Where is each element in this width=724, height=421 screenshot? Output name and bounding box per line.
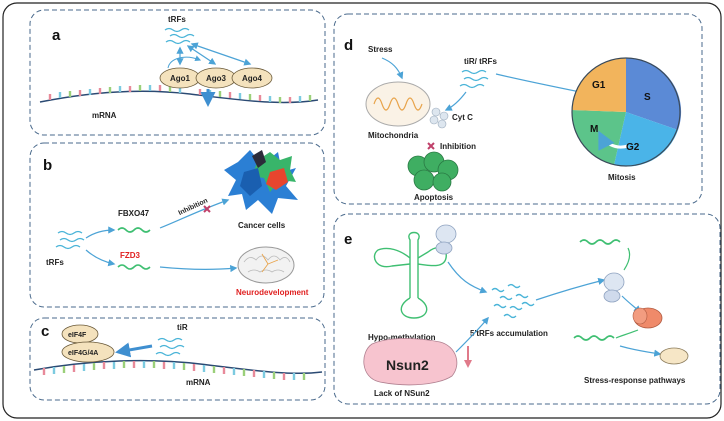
nsun2-shape: [363, 338, 458, 386]
inhibition-arrow-b: [159, 198, 230, 229]
panel-b-letter: b: [43, 157, 52, 174]
eif4g-label: eIF4G/4A: [68, 350, 98, 357]
mitosis-pie: [571, 57, 682, 167]
panel-b: b tRFs FBXO47 FZD3 Inhibition Ca: [29, 142, 325, 308]
arrow-to-cytc: [444, 91, 467, 111]
ribosome-e2: [603, 272, 625, 303]
trf-squiggles-b: [55, 230, 85, 250]
pie-s-label: S: [644, 92, 651, 103]
panel-a-letter: a: [52, 27, 61, 44]
panel-a-border: [29, 9, 326, 136]
lack-nsun2-label: Lack of NSun2: [374, 389, 430, 398]
fbxo47-label: FBXO47: [118, 209, 150, 218]
cytc-label: Cyt C: [452, 113, 473, 122]
tir-squiggles-d: [459, 69, 489, 89]
ago4-label: Ago4: [242, 74, 263, 83]
pie-g2-label: G2: [626, 142, 640, 153]
panel-e-letter: e: [344, 231, 352, 248]
panel-b-border: [29, 142, 325, 308]
cancer-cells-label: Cancer cells: [238, 221, 286, 230]
arrow-to-fzd3: [85, 249, 116, 267]
red-complex: [632, 307, 663, 329]
mrna-label-c: mRNA: [186, 378, 211, 387]
panel-c: c mRNA eIF4F eIF4G/4A tiR: [29, 317, 326, 401]
hypo-methylation-label: Hypo-methylation: [368, 333, 436, 342]
fzd3-label: FZD3: [120, 251, 141, 260]
trfs-label-b: tRFs: [46, 258, 64, 267]
trfs-label-a: tRFs: [168, 15, 186, 24]
apoptosis-illustration: [407, 151, 459, 192]
fbxo47-strand: [117, 227, 151, 233]
inhibition-label-d: Inhibition: [440, 142, 476, 151]
mrna-bases-a: [48, 85, 312, 103]
stress-arrow: [381, 57, 404, 80]
cytc-molecules: [429, 107, 449, 129]
pie-m-label: M: [590, 124, 598, 135]
mrna-label-a: mRNA: [92, 111, 117, 120]
trf-arrows-a: [176, 42, 252, 66]
panel-d-letter: d: [344, 37, 353, 54]
tir-label-c: tiR: [177, 323, 188, 332]
ribosome-e1: [435, 224, 457, 255]
arrow-to-accum-1: [447, 261, 488, 294]
trf-strand-e2: [573, 335, 615, 341]
inhibit-x-b: [203, 205, 211, 213]
stress-response-label: Stress-response pathways: [584, 376, 686, 385]
arrow-to-accum-2: [455, 316, 489, 353]
mitochondria-label: Mitochondria: [368, 131, 419, 140]
arrow-red-to-strand: [615, 329, 639, 339]
mitosis-label: Mitosis: [608, 173, 636, 182]
tir-squiggles-c: [155, 337, 185, 357]
pie-g1: [572, 58, 626, 112]
mrna-bases-c: [42, 361, 306, 380]
pathway-oval: [659, 347, 689, 365]
eif4g-ellipse: [61, 341, 115, 363]
tir-trfs-label: tiR/ tRFs: [464, 57, 497, 66]
pie-s: [626, 57, 682, 130]
arrow-strand-down: [623, 247, 631, 271]
tir-arrow-c: [115, 342, 153, 358]
pie-g1-label: G1: [592, 80, 606, 91]
apoptosis-label: Apoptosis: [414, 193, 454, 202]
neurodevelopment-label: Neurodevelopment: [236, 288, 309, 297]
arrow-to-fbxo47: [85, 226, 116, 239]
panel-a: a mRNA tRFs: [29, 9, 326, 136]
panel-c-border: [29, 317, 326, 401]
cancer-cells-illustration: [224, 150, 298, 214]
mrna-strand-c: [33, 359, 323, 375]
ago3-label: Ago3: [206, 74, 227, 83]
eif4f-label: eIF4F: [68, 332, 87, 339]
arrow-to-stress: [535, 277, 606, 301]
nsun2-label: Nsun2: [386, 357, 429, 373]
panel-e: e Hypo-methylation 5'tRFs accumulation: [333, 213, 721, 405]
accumulation-label: 5'tRFs accumulation: [470, 329, 548, 338]
brain-illustration: [237, 246, 295, 284]
panel-d-border: [333, 13, 703, 205]
ago4-ellipse: [231, 67, 273, 89]
trf-fragments-e: [491, 283, 535, 319]
trf-strand-e1: [579, 239, 621, 245]
ago-links: [167, 55, 202, 69]
stress-label: Stress: [368, 45, 393, 54]
mitochondria-illustration: [365, 81, 431, 127]
ago1-label: Ago1: [170, 74, 191, 83]
panel-c-letter: c: [41, 323, 49, 340]
fzd3-strand: [117, 264, 151, 270]
trf-squiggles-a: [164, 27, 195, 45]
panel-d: d Stress Mitochondria tiR/ tRFs Cyt C In…: [333, 13, 703, 205]
trna-structure: [373, 231, 447, 319]
panel-e-border: [333, 213, 721, 405]
down-arrow-nsun2: [464, 346, 472, 368]
arrow-strand-to-oval: [619, 345, 662, 357]
arrow-to-brain: [159, 264, 238, 273]
inhibit-x-d: [427, 142, 435, 150]
